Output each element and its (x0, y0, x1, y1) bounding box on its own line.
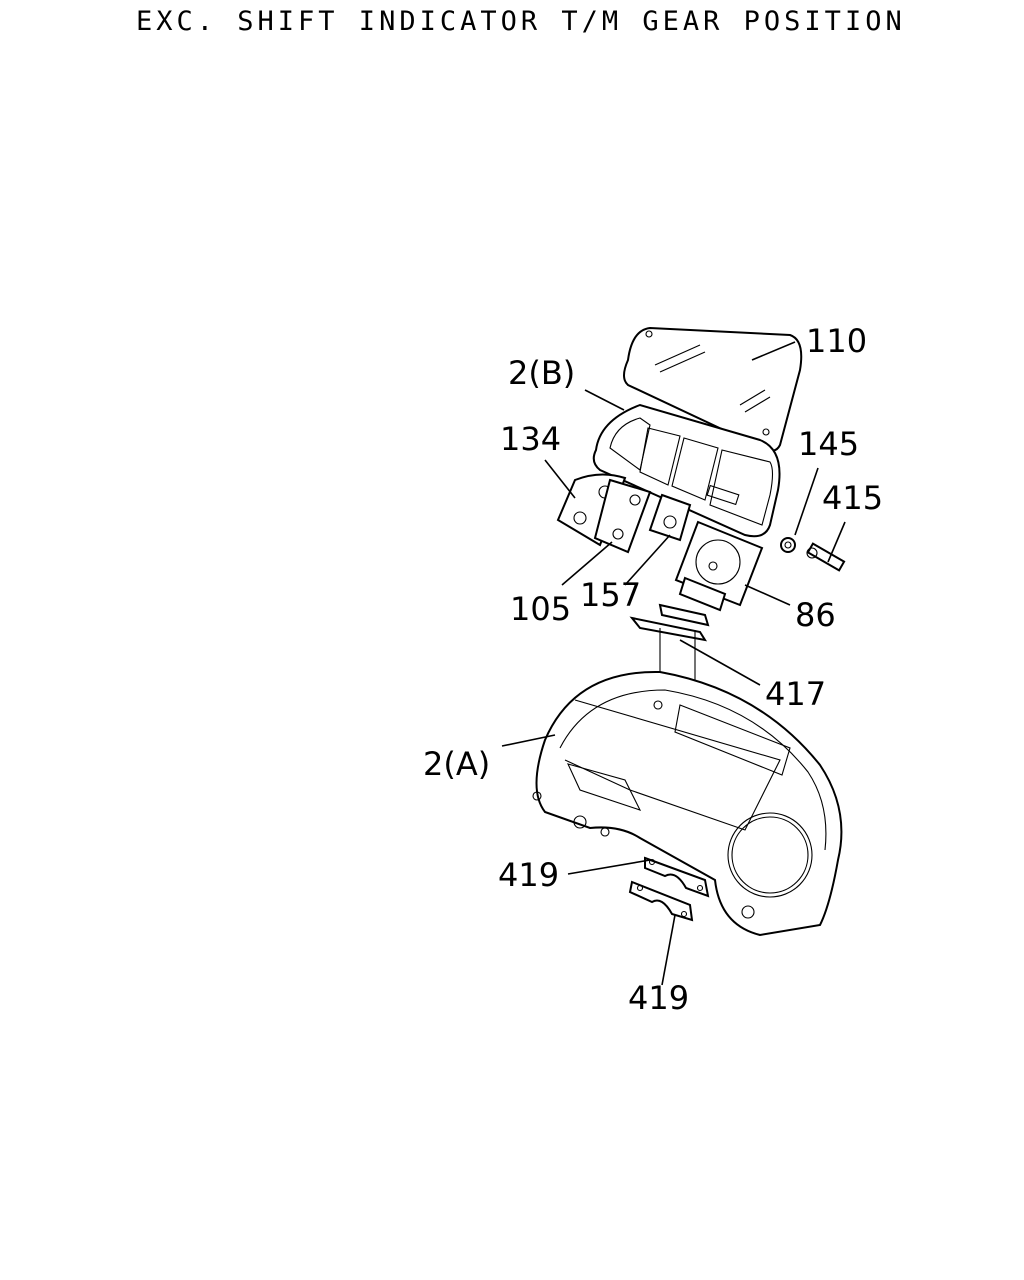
part-2b-bezel (592, 403, 781, 538)
callout-134: 134 (500, 420, 561, 458)
part-157-gauge (648, 493, 692, 542)
callout-86: 86 (795, 596, 836, 634)
part-105-gauge (593, 478, 652, 554)
leader-lines (501, 341, 846, 986)
callout-419-upper: 419 (498, 856, 559, 894)
callout-157: 157 (580, 576, 641, 614)
part-86-speedometer (674, 520, 764, 612)
part-419-bracket-upper (644, 856, 710, 898)
callout-110: 110 (806, 322, 867, 360)
callout-105: 105 (510, 590, 571, 628)
callout-2a: 2(A) (423, 745, 490, 783)
part-2a-case (532, 670, 843, 937)
part-419-bracket-lower (628, 880, 694, 922)
diagram-title: EXC. SHIFT INDICATOR T/M GEAR POSITION (136, 6, 906, 37)
callout-417: 417 (765, 675, 826, 713)
part-415-socket (806, 542, 846, 572)
callout-2b: 2(B) (508, 354, 575, 392)
part-145-bulb (780, 537, 796, 553)
callout-419-lower: 419 (628, 979, 689, 1017)
callout-415: 415 (822, 479, 883, 517)
callout-145: 145 (798, 425, 859, 463)
